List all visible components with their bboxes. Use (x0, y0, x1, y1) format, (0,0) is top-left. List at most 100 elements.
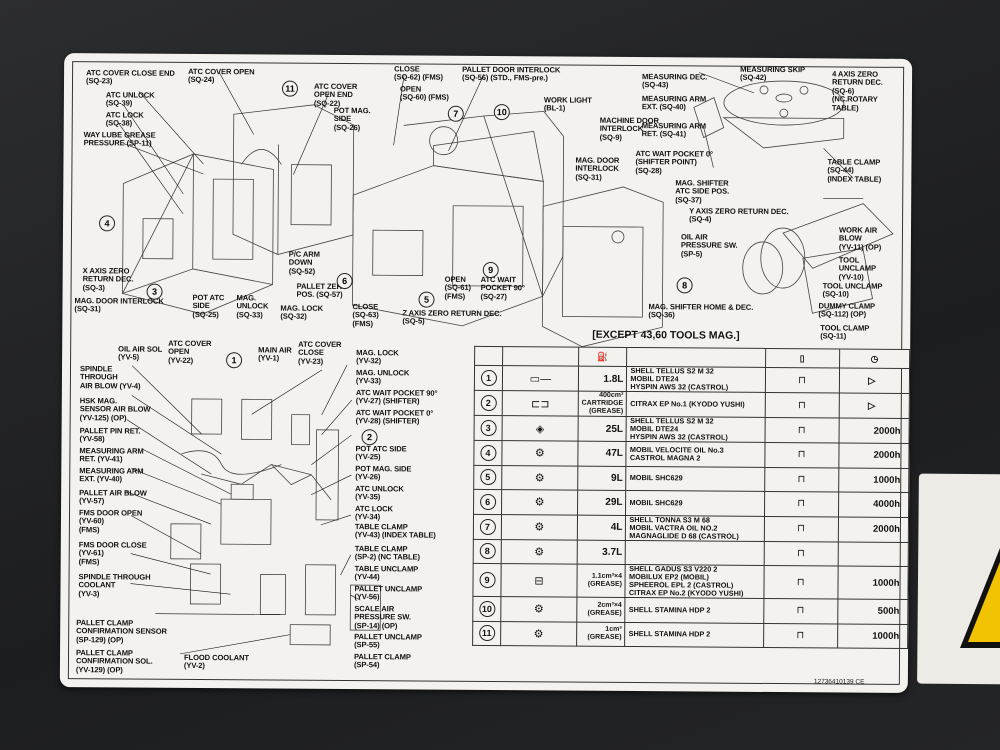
label-mag-lock-v: MAG. LOCK (YV-32) (356, 348, 399, 366)
label-measuring-arm-ext-v: MEASURING ARM EXT. (YV-40) (79, 466, 144, 484)
manual-icon: ▯ (765, 348, 840, 368)
label-atc-cover-close-end: ATC COVER CLOSE END (SQ-23) (85, 68, 175, 86)
label-table-unclamp-v: TABLE UNCLAMP (YV-44) (354, 564, 419, 582)
label-4-axis-zero: 4 AXIS ZERO RETURN DEC. (SQ-6) (NC.ROTAR… (831, 69, 883, 113)
row-oil (625, 539, 764, 566)
label-measuring-arm-ret: MEASURING ARM RET. (SQ-41) (641, 121, 706, 139)
label-pot-atc-side: POT ATC SIDE (SQ-25) (192, 292, 225, 319)
ref-number: 1 (226, 352, 243, 369)
label-pallet-clamp-sol: PALLET CLAMP CONFIRMATION SOL. (YV-129) … (75, 648, 153, 675)
label-spindle-through-air: SPINDLE THROUGH AIR BLOW (YV-4) (79, 364, 141, 391)
ref-number: 7 (447, 105, 464, 122)
row-oil: SHELL TELLUS S2 M 32 MOBIL DTE24 HYSPIN … (626, 366, 766, 393)
clock-icon: ◷ (839, 348, 910, 369)
label-spindle-through-coolant: SPINDLE THROUGH COOLANT (YV-3) (78, 572, 151, 599)
row-oil: CITRAX EP No.1 (KYODO YUSHI) (626, 391, 765, 418)
label-atc-wait-pocket-90: ATC WAIT POCKET 90° (SQ-27) (480, 274, 525, 301)
label-dummy-clamp: DUMMY CLAMP (SQ-112) (OP) (818, 301, 876, 320)
row-interval: 500h (837, 598, 908, 624)
label-atc-cover-open: ATC COVER OPEN (SQ-24) (188, 66, 255, 85)
ref-number: 8 (676, 277, 693, 294)
row-quantity: 1cm³ (GREASE) (576, 621, 626, 647)
label-pallet-unclamp-v: PALLET UNCLAMP (YV-56) (354, 584, 423, 602)
label-atc-lock: ATC LOCK (SQ-38) (105, 110, 144, 128)
lube-point-icon: ⊓ (764, 367, 840, 393)
row-quantity: 3.7L (576, 539, 626, 565)
row-oil: SHELL GADUS S3 V220 2 MOBILUX EP2 (MOBIL… (625, 564, 764, 599)
row-oil: MOBIL SHC629 (626, 465, 765, 492)
label-table-clamp-v: TABLE CLAMP (YV-43) (INDEX TABLE) (354, 522, 436, 541)
header-icon (502, 346, 579, 367)
row-oil: MOBIL SHC629 (625, 490, 765, 516)
label-mag-shifter-home: MAG. SHIFTER HOME & DEC. (SQ-36) (648, 302, 754, 320)
label-pot-atc-side-v: POT ATC SIDE (YV-25) (355, 444, 407, 462)
label-measuring-arm-ext: MEASURING ARM EXT. (SQ-40) (641, 94, 707, 112)
row-interval: 2000h (838, 442, 910, 468)
row-quantity: 9L (577, 465, 627, 491)
lube-point-icon: ⊓ (764, 491, 839, 517)
label-tool-unclamp-s: TOOL UNCLAMP (SQ-10) (822, 281, 883, 299)
row-quantity: 1.1cm³×4 (GREASE) (576, 564, 626, 598)
row-number-circle: 3 (480, 419, 497, 437)
label-close-fms-b: CLOSE (SQ-63) (FMS) (352, 302, 379, 329)
label-mag-door-interlock-r: MAG. DOOR INTERLOCK (SQ-31) (575, 155, 620, 182)
table-row: 10⚙2cm³×4 (GREASE)SHELL STAMINA HDP 2⊓50… (472, 596, 908, 624)
ref-number: 3 (146, 283, 163, 300)
lube-point-icon: ⊓ (764, 466, 839, 492)
row-number-circle: 10 (478, 600, 495, 617)
row-number: 6 (473, 489, 502, 515)
lubrication-plate: ATC COVER CLOSE END (SQ-23) ATC UNLOCK (… (59, 53, 913, 693)
row-interval: 1000h (838, 467, 909, 493)
row-oil: SHELL STAMINA HDP 2 (625, 621, 764, 648)
ref-number: 10 (493, 104, 510, 121)
ref-number: 9 (482, 261, 499, 279)
label-atc-cover-open-v: ATC COVER OPEN (YV-22) (168, 338, 212, 365)
table-row: 2⊏⊐400cm³ CARTRIDGE (GREASE)CITRAX EP No… (474, 390, 910, 419)
label-pallet-pin-ret: PALLET PIN RET. (YV-58) (79, 426, 141, 444)
drop-icon: ◈ (502, 415, 579, 442)
label-atc-wait-90-v: ATC WAIT POCKET 90° (YV-27) (SHIFTER) (355, 388, 438, 406)
row-interval: 2000h (838, 516, 909, 542)
row-number-circle: 2 (480, 394, 497, 412)
oil-can-icon: ⛽ (578, 347, 628, 367)
label-scale-air: SCALE AIR PRESSURE SW. (SP-14) (OP) (354, 604, 411, 631)
row-interval: 1000h (837, 565, 909, 600)
row-oil: SHELL TONNA S3 M 68 MOBIL VACTRA OIL NO.… (625, 515, 765, 541)
label-atc-unlock: ATC UNLOCK (SQ-39) (105, 90, 155, 108)
label-open-fms-b: OPEN (SQ-61) (FMS) (444, 274, 471, 301)
row-number: 1 (474, 365, 503, 391)
gear-drop-icon: ⚙ (501, 539, 578, 565)
label-z-axis-zero: Z AXIS ZERO RETURN DEC. (SQ-5) (402, 308, 502, 326)
label-flood-coolant: FLOOD COOLANT (YV-2) (183, 652, 249, 671)
label-fms-door-close: FMS DOOR CLOSE (YV-61) (FMS) (78, 540, 147, 567)
row-oil: MOBIL VELOCITE OIL No.3 CASTROL MAGNA 2 (626, 441, 765, 467)
row-quantity: 2cm³×4 (GREASE) (576, 597, 626, 622)
label-atc-unlock-v: ATC UNLOCK (YV-35) (355, 484, 404, 502)
row-oil: SHELL TELLUS S2 M 32 MOBIL DTE24 HYSPIN … (626, 416, 765, 443)
label-measuring-arm-ret-v: MEASURING ARM RET. (YV-41) (79, 446, 144, 464)
gear-drop-icon: ⚙ (500, 596, 577, 622)
label-mag-lock: MAG. LOCK (SQ-32) (280, 303, 324, 322)
row-number-circle: 8 (479, 543, 496, 560)
row-interval (837, 541, 909, 567)
row-number: 3 (474, 415, 503, 441)
label-atc-wait-0-v: ATC WAIT POCKET 0° (YV-28) (SHIFTER) (355, 408, 434, 426)
lube-point-icon: ⊓ (763, 598, 838, 624)
lube-point-icon: ⊓ (763, 515, 839, 542)
lube-point-icon: ⊓ (764, 392, 840, 418)
interval-triangle-icon: ▷ (839, 367, 910, 394)
level-gauge-icon: ▭— (502, 365, 579, 392)
label-close-fms: CLOSE (SQ-62) (FMS) (394, 64, 443, 83)
lube-point-icon: ⊓ (764, 417, 839, 443)
label-atc-wait-pocket-0: ATC WAIT POCKET 0° (SHIFTER POINT) (SQ-2… (635, 149, 714, 176)
row-number: 8 (473, 538, 502, 564)
label-fms-door-open: FMS DOOR OPEN (YV-60) (FMS) (78, 508, 143, 535)
label-mag-unlock-v: MAG. UNLOCK (YV-33) (355, 368, 410, 386)
row-quantity: 47L (577, 441, 627, 466)
interval-triangle-icon: ▷ (838, 392, 910, 419)
row-number-circle: 11 (478, 625, 495, 642)
label-way-lube: WAY LUBE GREASE PRESSURE (SP-11) (83, 130, 156, 149)
